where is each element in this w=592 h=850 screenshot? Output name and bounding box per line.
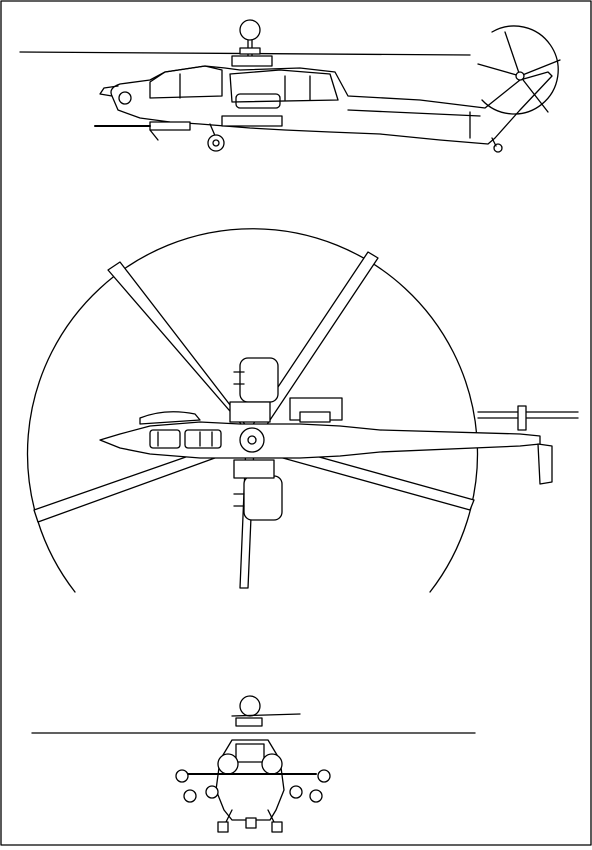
top-left-pod (139, 411, 201, 425)
front-mast-radar-dome (231, 695, 301, 727)
top-rotor-hub (239, 427, 265, 453)
side-canopy (149, 65, 223, 99)
top-view (26, 228, 579, 593)
front-view (31, 695, 476, 833)
front-weapon-pods (175, 769, 331, 803)
top-tail-rotor (477, 405, 579, 485)
side-tail-rotor (477, 25, 561, 115)
side-rotor-hub (231, 55, 273, 67)
top-engines (229, 357, 283, 521)
side-tail-wheel (491, 137, 503, 153)
side-nose (99, 85, 119, 97)
front-landing-gear (217, 809, 283, 833)
side-engine-housing (229, 69, 339, 103)
front-fuselage (215, 739, 285, 821)
side-main-gear (207, 123, 225, 152)
front-engine-left (217, 753, 239, 775)
top-cockpit (149, 429, 222, 449)
front-engine-right (261, 753, 283, 775)
side-weapon-pod (149, 121, 191, 131)
side-view (19, 19, 561, 153)
front-canopy (235, 743, 265, 763)
side-mast-radar-dome (239, 19, 261, 57)
top-fuselage (99, 421, 541, 459)
side-fuselage (110, 65, 553, 145)
side-stub-wing (221, 115, 283, 127)
side-nose-strut (149, 129, 159, 141)
top-stub-wings (289, 397, 343, 423)
